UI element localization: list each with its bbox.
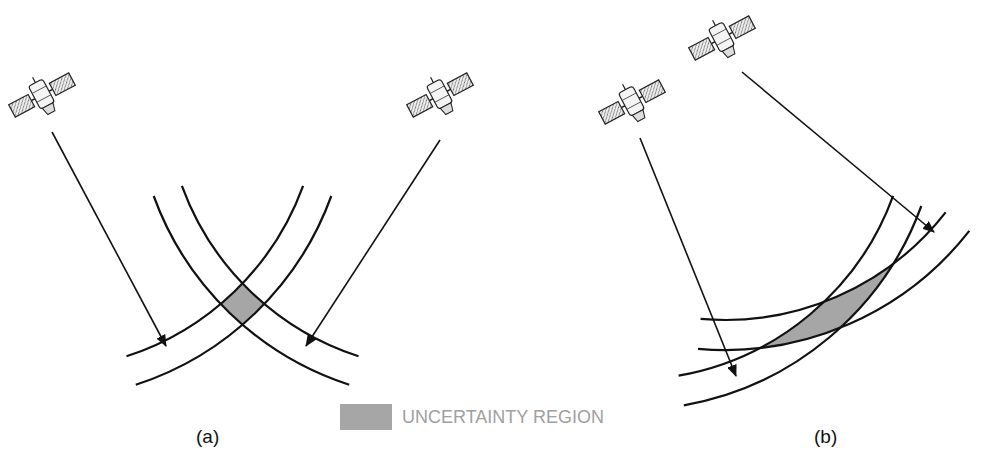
legend-swatch	[340, 404, 392, 430]
legend-text: UNCERTAINTY REGION	[402, 407, 604, 428]
panel-label: (b)	[814, 426, 837, 448]
panel-label: (a)	[196, 426, 219, 448]
